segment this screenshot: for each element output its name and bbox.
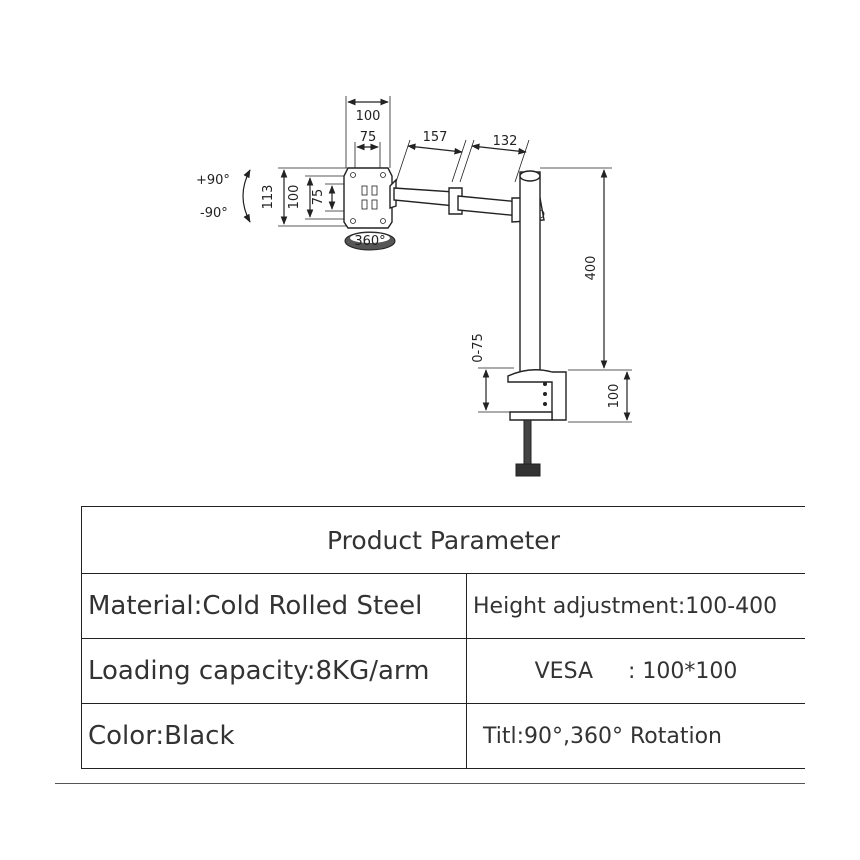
param-color: Color:Black <box>81 703 467 769</box>
bottom-divider <box>55 783 805 784</box>
label-arm2: 132 <box>493 134 518 149</box>
label-arm1: 157 <box>423 130 448 145</box>
arm-length-dimensions: 157 132 <box>395 130 530 183</box>
vesa-plate <box>343 167 393 229</box>
param-height-adjustment: Height adjustment:100-400 <box>466 573 805 639</box>
table-title: Product Parameter <box>81 506 805 574</box>
param-tilt-rotation: Titl:90°,360° Rotation <box>466 703 805 769</box>
label-width-inner: 75 <box>360 130 377 145</box>
pole <box>519 170 541 373</box>
label-desk-thickness: 0-75 <box>471 333 486 363</box>
label-rotation: 360° <box>354 234 385 249</box>
label-tilt-down: -90° <box>200 206 228 221</box>
label-height-mid: 100 <box>287 185 302 210</box>
label-clamp-height: 100 <box>607 384 622 409</box>
label-tilt-up: +90° <box>196 173 230 188</box>
desk-thickness-dimension: 0-75 <box>471 333 514 413</box>
desk-clamp <box>507 369 567 477</box>
label-height-inner: 75 <box>311 189 326 206</box>
label-width-outer: 100 <box>356 109 381 124</box>
param-material: Material:Cold Rolled Steel <box>81 573 467 639</box>
monitor-arm-diagram: 100 75 157 132 113 100 75 +90° -90° <box>196 96 632 477</box>
param-vesa: VESA : 100*100 <box>466 638 805 704</box>
vesa-width-dimensions: 100 75 <box>345 96 391 168</box>
label-height-outer: 113 <box>261 185 276 210</box>
rotation-indicator: 360° <box>344 231 396 251</box>
product-parameter-table: Product Parameter Material:Cold Rolled S… <box>81 506 805 769</box>
pole-height-dimensions: 400 100 <box>540 167 632 423</box>
tilt-indicator: +90° -90° <box>196 169 251 223</box>
label-pole-height: 400 <box>584 256 599 281</box>
vesa-height-dimensions: 113 100 75 <box>261 167 352 227</box>
param-loading-capacity: Loading capacity:8KG/arm <box>81 638 467 704</box>
